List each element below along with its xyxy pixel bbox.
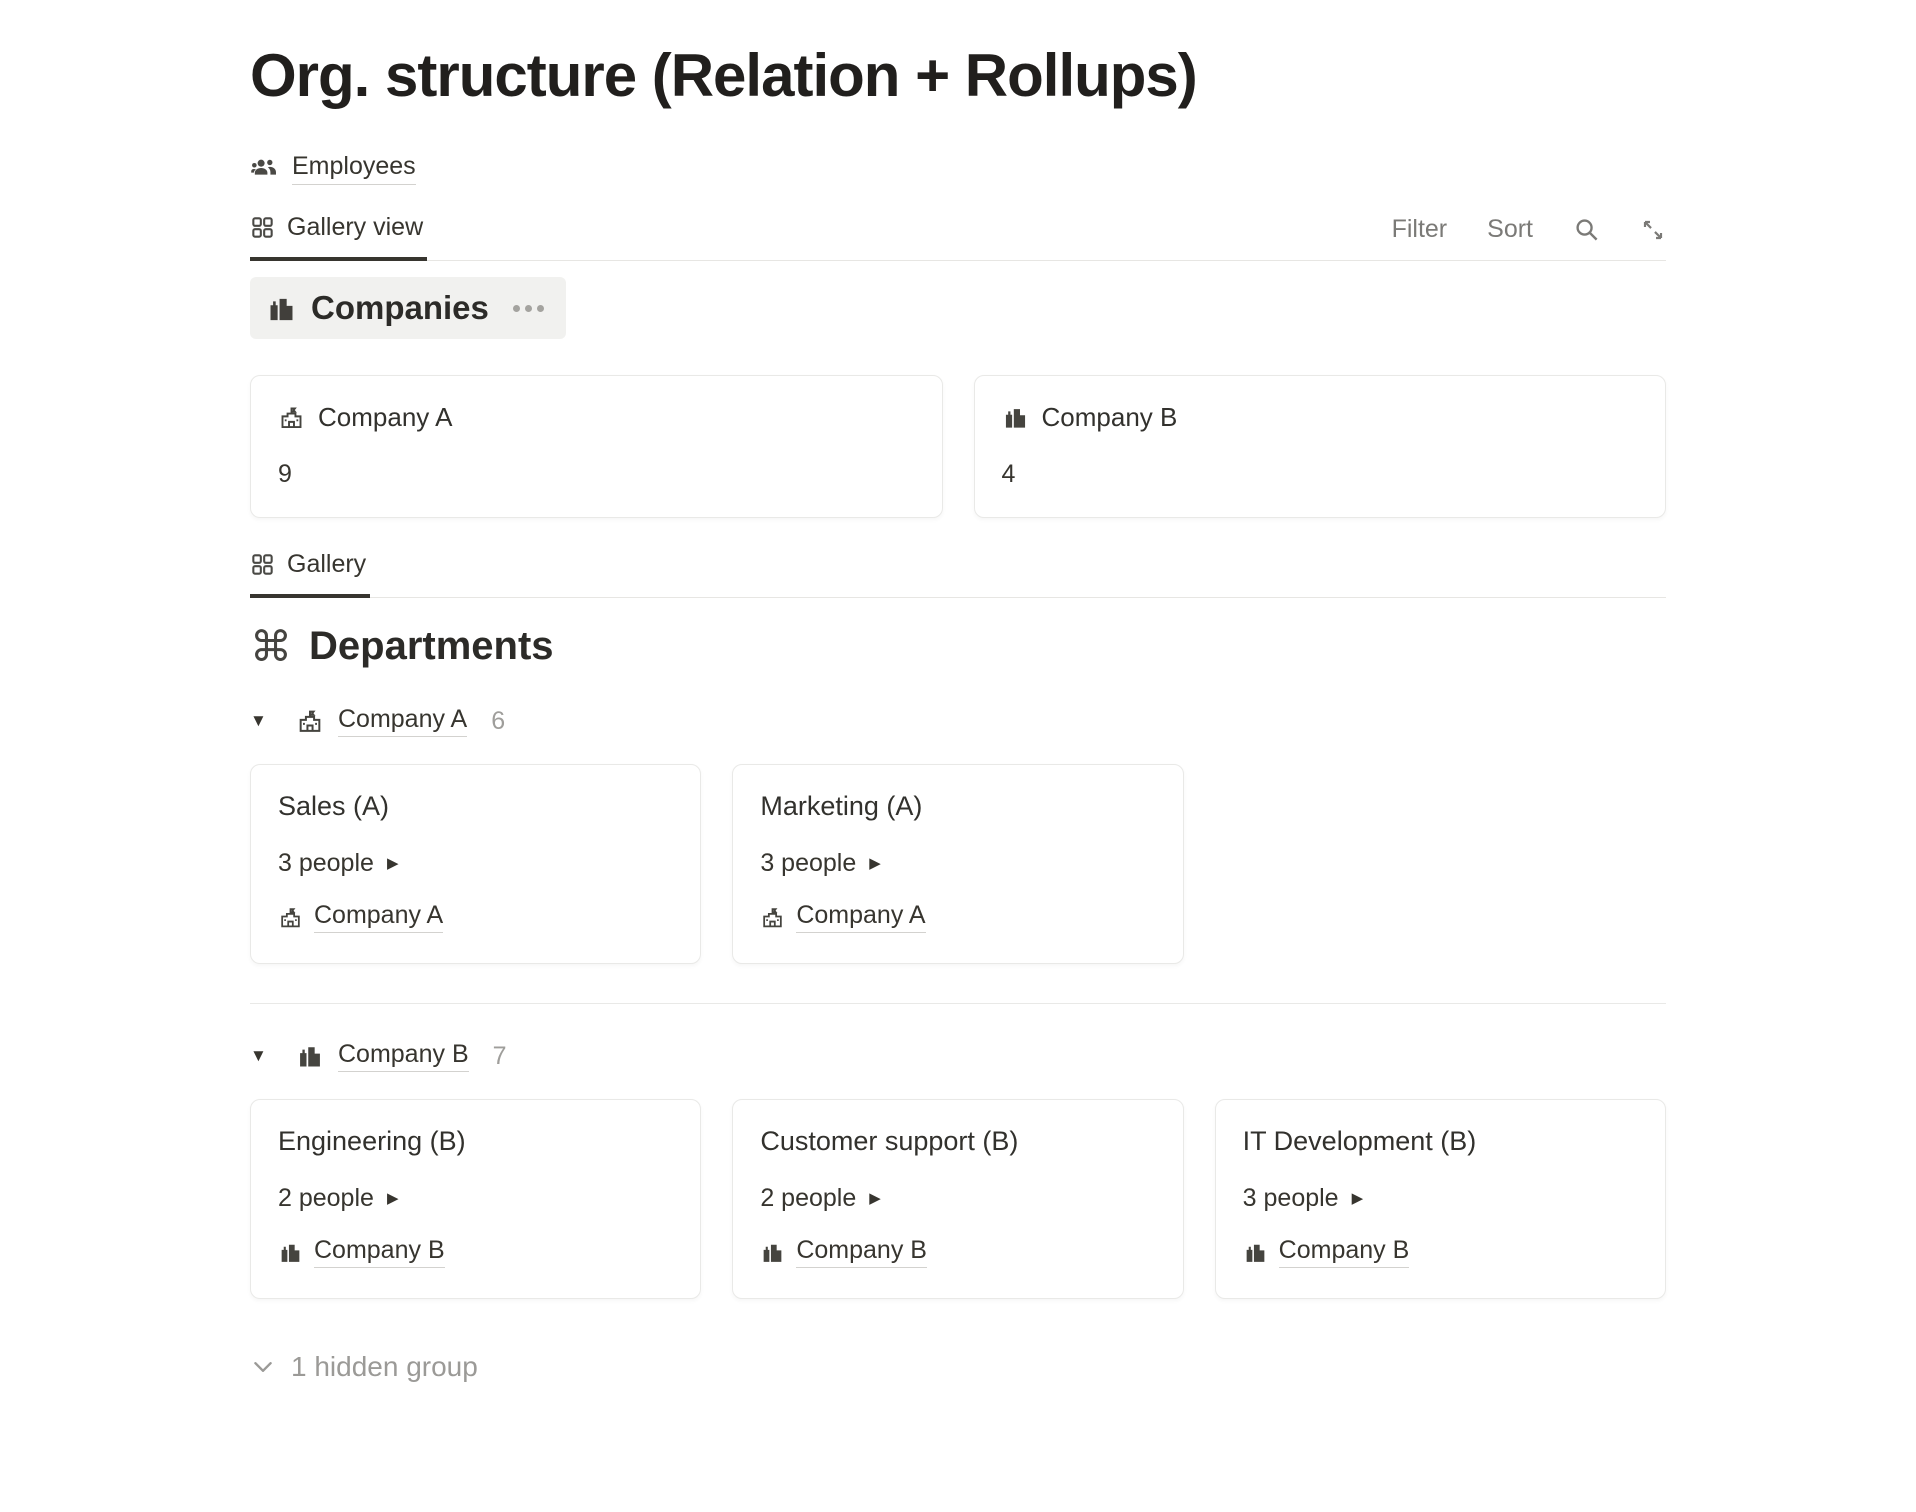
hidden-group-label: 1 hidden group <box>291 1351 478 1382</box>
collapse-triangle-icon[interactable]: ▼ <box>250 1046 267 1065</box>
company-rollup-value: 9 <box>278 460 292 488</box>
people-property: 3 people ▶ <box>278 849 673 878</box>
departments-section-header: ⌘ Departments <box>250 624 1666 669</box>
people-count: 2 people <box>760 1184 857 1212</box>
gallery-grid-icon <box>250 215 275 240</box>
company-link-label: Company A <box>314 901 444 933</box>
chevron-down-icon <box>250 1354 276 1380</box>
dept-card-marketing-a[interactable]: Marketing (A) 3 people ▶ Company A <box>732 764 1184 964</box>
company-card-b[interactable]: Company B 4 <box>973 375 1666 518</box>
company-link-label: Company A <box>796 901 926 933</box>
people-count: 3 people <box>760 849 857 877</box>
arrow-right-icon: ▶ <box>386 855 399 872</box>
buildings-icon <box>760 1240 785 1265</box>
people-property: 3 people ▶ <box>1243 1184 1638 1213</box>
more-options-icon[interactable] <box>512 304 544 312</box>
company-relation-link[interactable]: Company B <box>760 1236 927 1268</box>
buildings-icon <box>1002 404 1029 431</box>
group-link-company-b[interactable]: Company B <box>338 1040 469 1072</box>
dept-card-customer-support-b[interactable]: Customer support (B) 2 people ▶ Company … <box>732 1099 1184 1299</box>
company-relation-link[interactable]: Company A <box>760 901 926 933</box>
company-link-label: Company B <box>796 1236 927 1268</box>
companies-section-title: Companies <box>311 289 489 326</box>
gallery-grid-icon <box>250 552 275 577</box>
group-divider <box>250 1003 1666 1004</box>
dept-card-engineering-b[interactable]: Engineering (B) 2 people ▶ Company B <box>250 1099 702 1299</box>
view-toolbar: Filter Sort <box>1392 215 1666 260</box>
company-relation-link[interactable]: Company A <box>278 901 444 933</box>
group-row-company-a: ▼ Company A 6 <box>250 705 1666 737</box>
tab-gallery[interactable]: Gallery <box>250 550 371 598</box>
dept-card-sales-a[interactable]: Sales (A) 3 people ▶ Company A <box>250 764 702 964</box>
companies-section-header[interactable]: Companies <box>250 277 566 339</box>
arrow-right-icon: ▶ <box>1351 1190 1364 1207</box>
people-count: 3 people <box>278 849 374 877</box>
hidden-group-toggle[interactable]: 1 hidden group <box>250 1351 478 1383</box>
school-icon <box>760 905 785 930</box>
company-link-label: Company B <box>1278 1236 1410 1268</box>
company-card-title: Company A <box>318 402 453 432</box>
company-rollup-value: 4 <box>1001 460 1016 488</box>
people-property: 2 people ▶ <box>278 1184 673 1213</box>
group-link-company-a[interactable]: Company A <box>338 705 468 737</box>
people-property: 2 people ▶ <box>760 1184 1155 1213</box>
people-count: 2 people <box>278 1184 374 1212</box>
dept-card-title: Engineering (B) <box>278 1126 466 1156</box>
buildings-icon <box>1243 1240 1268 1265</box>
search-icon[interactable] <box>1573 216 1600 243</box>
dept-card-title: Customer support (B) <box>760 1126 1019 1156</box>
departments-card-grid-a: Sales (A) 3 people ▶ Company A Marketing… <box>250 764 1666 964</box>
employees-label: Employees <box>292 152 416 185</box>
dept-card-title: Sales (A) <box>278 791 390 821</box>
departments-section-title: Departments <box>309 624 554 668</box>
command-icon: ⌘ <box>250 622 292 670</box>
view-tabbar: Gallery view Filter Sort <box>250 213 1666 261</box>
school-icon <box>278 905 303 930</box>
tab-gallery-view-label: Gallery view <box>287 213 424 241</box>
tab-gallery-view[interactable]: Gallery view <box>250 213 428 261</box>
sort-button[interactable]: Sort <box>1487 215 1533 243</box>
collapse-triangle-icon[interactable]: ▼ <box>250 711 267 730</box>
filter-button[interactable]: Filter <box>1391 215 1448 243</box>
arrow-right-icon: ▶ <box>386 1190 399 1207</box>
school-icon <box>296 707 324 735</box>
page-title: Org. structure (Relation + Rollups) <box>250 42 1198 109</box>
company-relation-link[interactable]: Company B <box>1243 1236 1410 1268</box>
arrow-right-icon: ▶ <box>869 855 881 872</box>
tab-gallery-label: Gallery <box>287 550 367 578</box>
company-card-title: Company B <box>1041 402 1178 432</box>
school-icon <box>278 404 305 431</box>
arrow-right-icon: ▶ <box>869 1190 881 1207</box>
group-count: 7 <box>492 1041 507 1070</box>
dept-card-title: Marketing (A) <box>760 791 923 821</box>
departments-card-grid-b: Engineering (B) 2 people ▶ Company B Cus… <box>250 1099 1666 1299</box>
departments-tabbar: Gallery <box>250 550 1666 598</box>
dept-card-title: IT Development (B) <box>1242 1126 1477 1156</box>
company-link-label: Company B <box>314 1236 445 1268</box>
company-relation-link[interactable]: Company B <box>278 1236 445 1268</box>
page: Org. structure (Relation + Rollups) Empl… <box>0 40 1916 1423</box>
buildings-icon <box>266 293 297 324</box>
expand-icon[interactable] <box>1640 217 1666 243</box>
company-card-a[interactable]: Company A 9 <box>250 375 943 518</box>
group-count: 6 <box>491 706 506 735</box>
buildings-icon <box>278 1240 303 1265</box>
people-icon <box>250 154 279 183</box>
employees-database-link[interactable]: Employees <box>250 152 416 185</box>
people-count: 3 people <box>1242 1184 1339 1212</box>
buildings-icon <box>296 1042 324 1070</box>
group-row-company-b: ▼ Company B 7 <box>250 1040 1666 1072</box>
dept-card-it-development-b[interactable]: IT Development (B) 3 people ▶ Company B <box>1214 1099 1666 1299</box>
empty-grid-cell <box>1215 764 1666 964</box>
people-property: 3 people ▶ <box>760 849 1155 878</box>
companies-card-grid: Company A 9 Company B 4 <box>250 375 1666 518</box>
